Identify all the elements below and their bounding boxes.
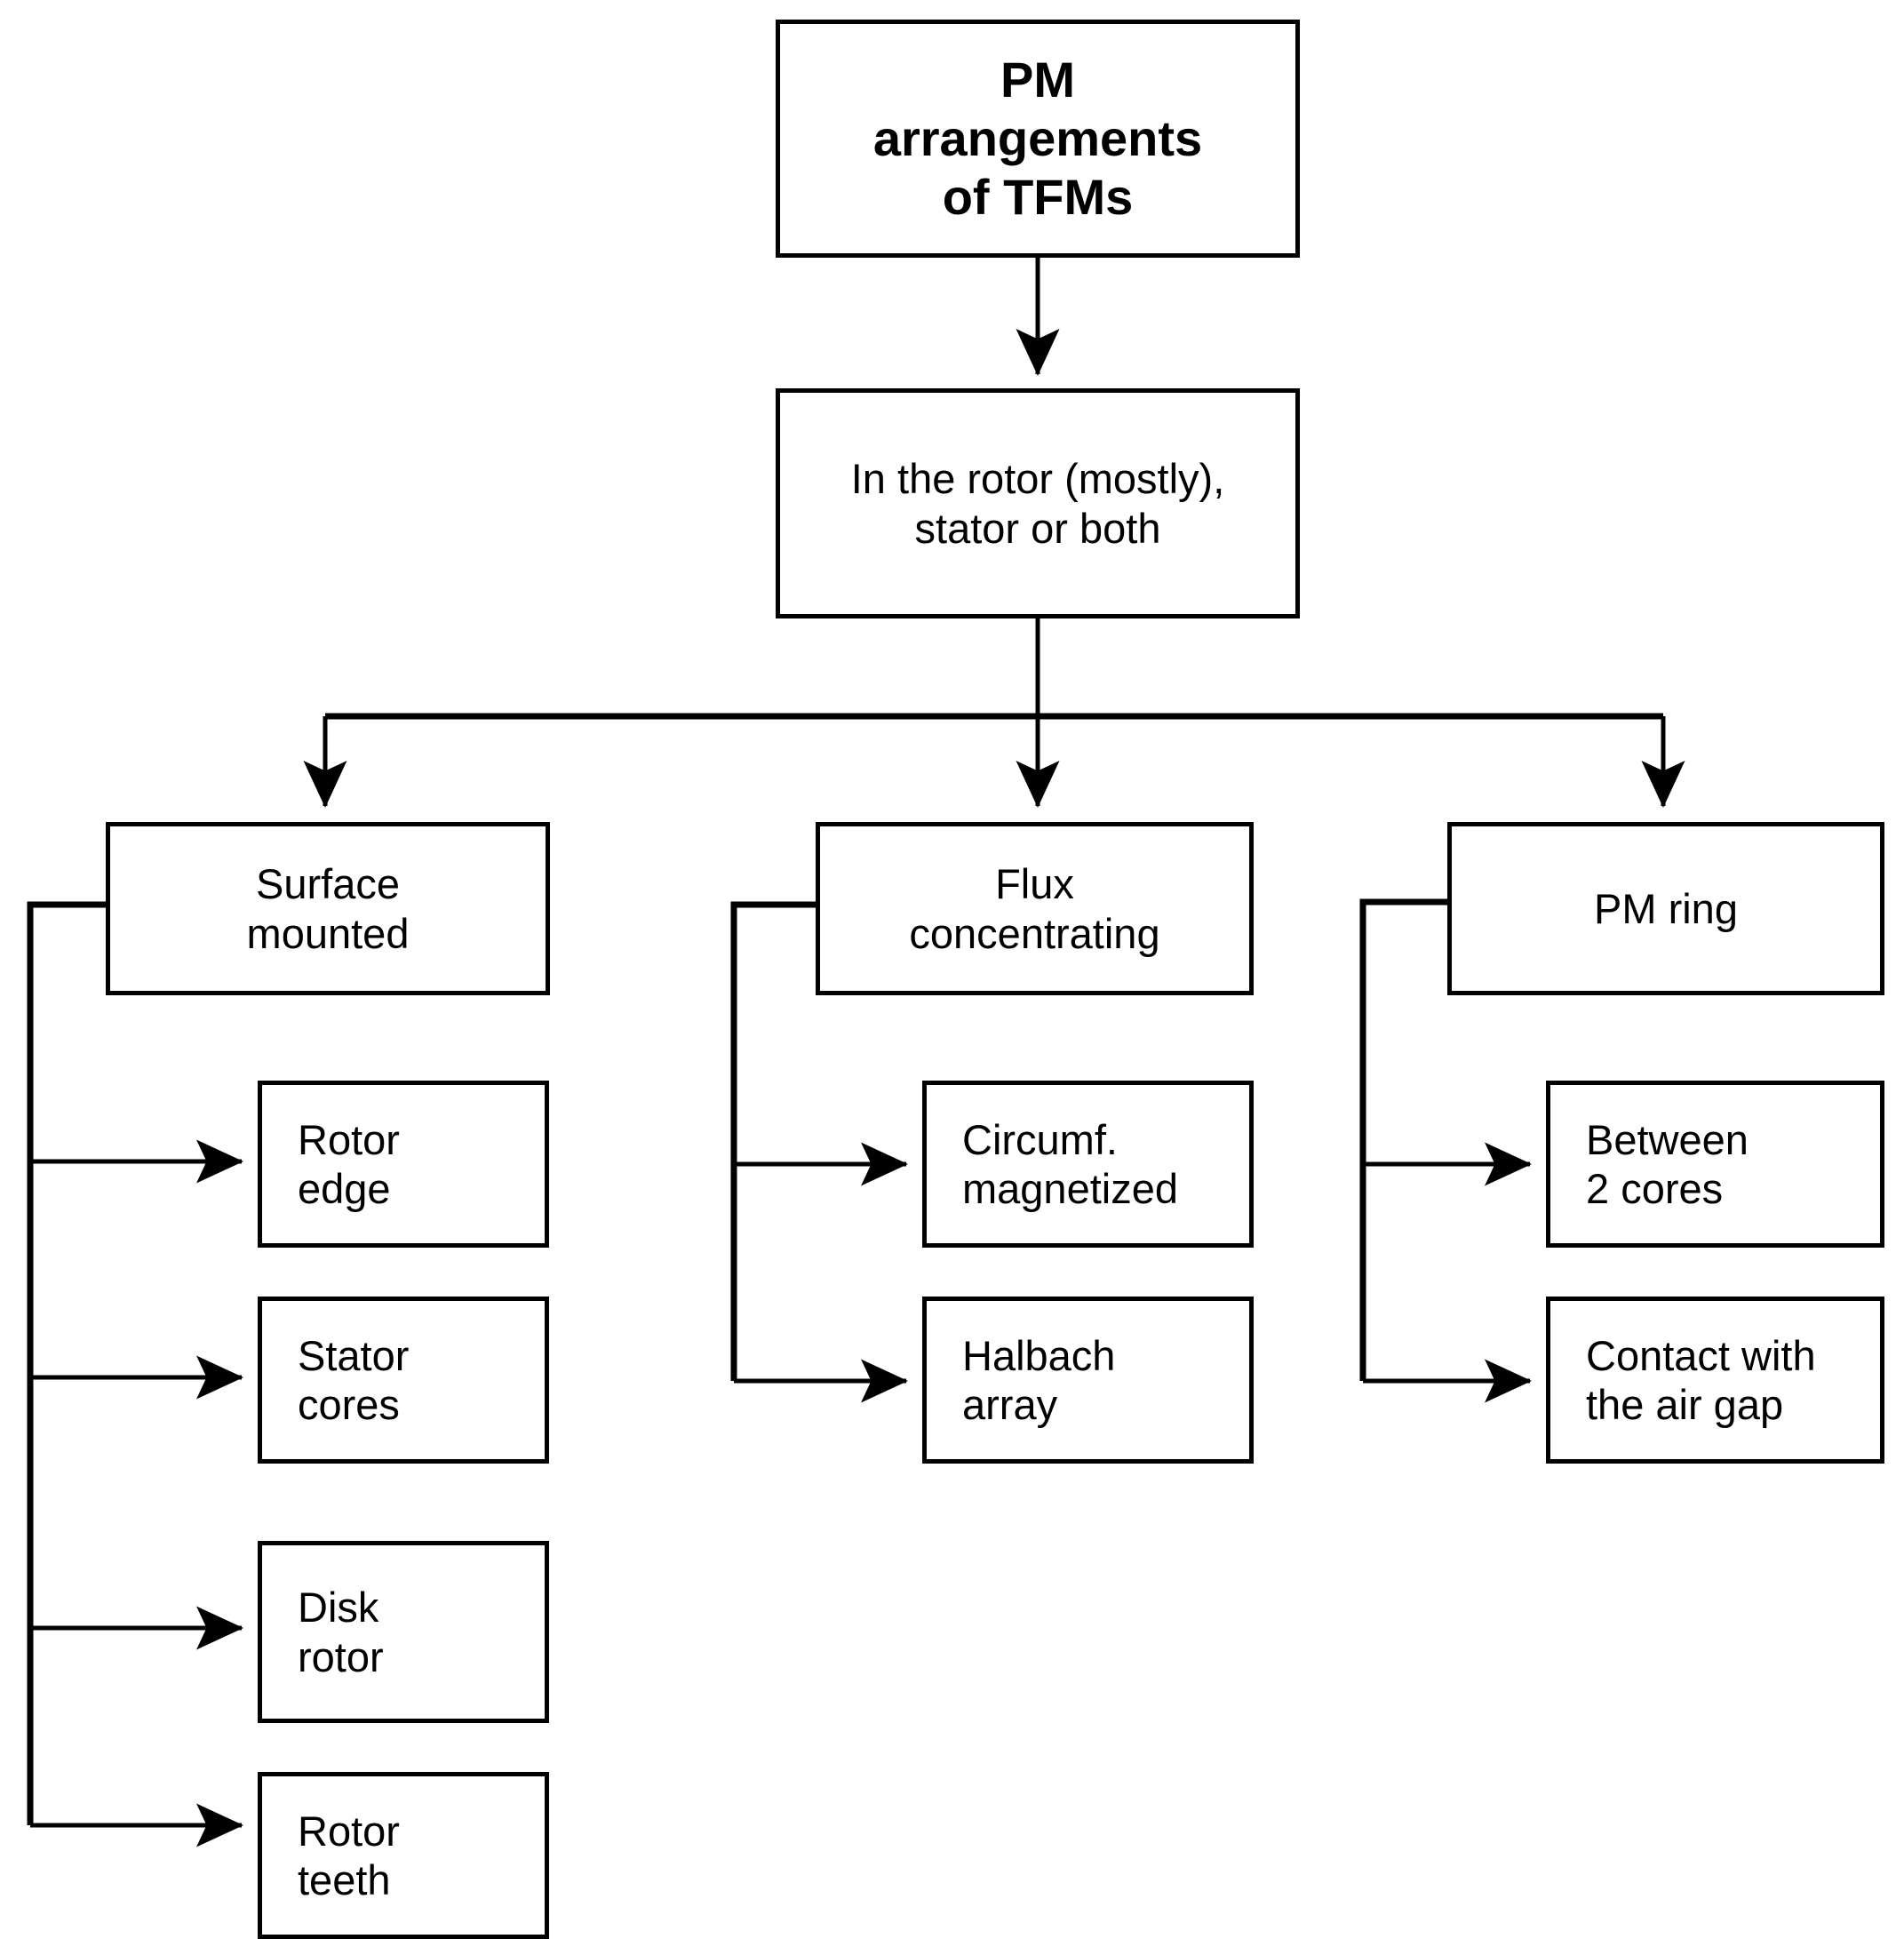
node-label: Disk rotor: [298, 1584, 384, 1680]
node-disk-rotor[interactable]: Disk rotor: [258, 1541, 549, 1723]
node-label: Circumf. magnetized: [962, 1115, 1178, 1212]
node-label: PM ring: [1594, 884, 1738, 932]
edge-group-surface-mounted-children: [27, 901, 244, 1847]
node-circumf-magnetized[interactable]: Circumf. magnetized: [922, 1081, 1254, 1248]
node-label: Rotor teeth: [298, 1807, 400, 1903]
node-label: Stator cores: [298, 1331, 410, 1428]
node-in-the-rotor-stator-or-both[interactable]: In the rotor (mostly), stator or both: [776, 388, 1300, 618]
node-label: Contact with the air gap: [1586, 1331, 1816, 1428]
node-pm-arrangements-of-tfms[interactable]: PM arrangements of TFMs: [776, 20, 1300, 258]
node-label: Rotor edge: [298, 1115, 400, 1212]
node-surface-mounted[interactable]: Surface mounted: [106, 822, 550, 995]
node-stator-cores[interactable]: Stator cores: [258, 1297, 549, 1464]
node-label: In the rotor (mostly), stator or both: [850, 455, 1225, 552]
node-flux-concentrating[interactable]: Flux concentrating: [816, 822, 1254, 995]
edge-level2-to-bus: [325, 618, 1663, 720]
node-label: Halbach array: [962, 1331, 1116, 1428]
node-rotor-edge[interactable]: Rotor edge: [258, 1081, 549, 1248]
node-label: PM arrangements of TFMs: [872, 51, 1203, 226]
node-between-2-cores[interactable]: Between 2 cores: [1546, 1081, 1884, 1248]
node-halbach-array[interactable]: Halbach array: [922, 1297, 1254, 1464]
node-contact-with-the-air-gap[interactable]: Contact with the air gap: [1546, 1297, 1884, 1464]
node-rotor-teeth[interactable]: Rotor teeth: [258, 1772, 549, 1939]
node-pm-ring[interactable]: PM ring: [1447, 822, 1884, 995]
node-label: Flux concentrating: [909, 860, 1160, 957]
node-label: Between 2 cores: [1586, 1115, 1749, 1212]
node-label: Surface mounted: [246, 860, 410, 957]
